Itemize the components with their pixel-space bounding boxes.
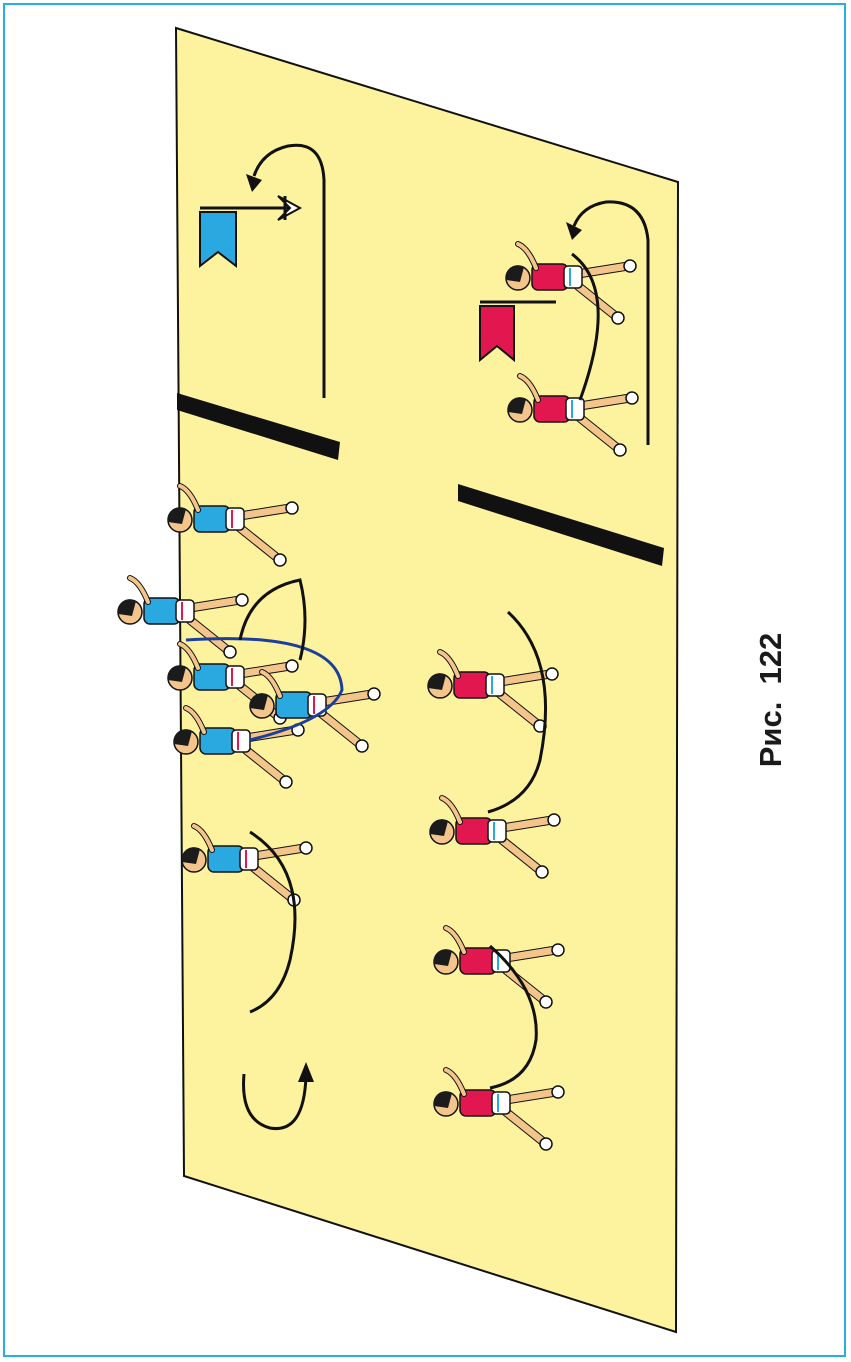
figure-caption: Рис. 122 xyxy=(753,633,789,768)
playing-field xyxy=(176,28,678,1332)
